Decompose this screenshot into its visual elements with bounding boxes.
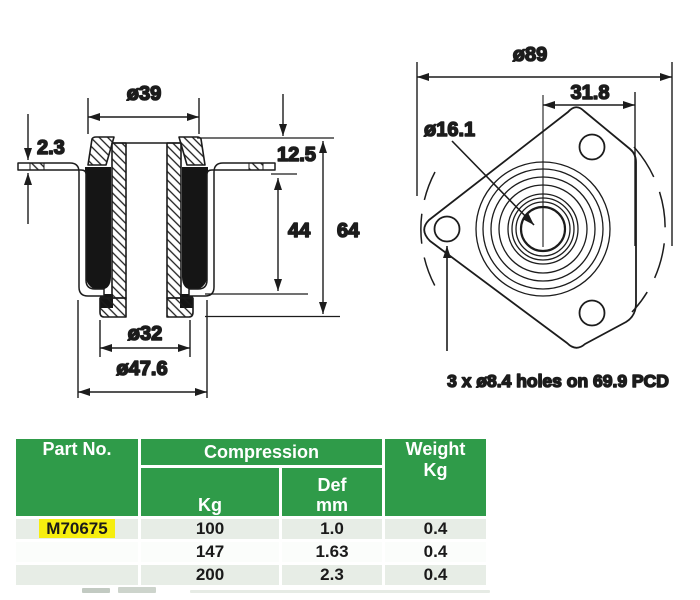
dim-dia32 xyxy=(99,320,191,357)
bolt-holes xyxy=(433,133,606,327)
rubber-od-arc-right xyxy=(631,146,666,313)
dim-label-dia32: ø32 xyxy=(128,323,162,345)
flange-outline xyxy=(423,106,637,349)
cell-part-no xyxy=(16,565,138,585)
sleeve-wall-right xyxy=(166,142,182,299)
cell-weight: 0.4 xyxy=(385,542,486,562)
cell-part-no xyxy=(16,542,138,562)
bracket-left xyxy=(17,162,105,297)
bush-flange-left xyxy=(99,297,127,318)
plan-view: ø89 31.8 ø16.1 3 x ø8.4 holes on 69.9 PC… xyxy=(416,43,673,392)
spec-table: Part No. Compression Weight Kg Kg Def mm… xyxy=(13,436,489,588)
dim-31-8 xyxy=(543,92,636,246)
bracket-weld-tick-right xyxy=(248,162,264,171)
header-def-line1: Def xyxy=(317,474,347,495)
cell-def-mm: 1.63 xyxy=(282,542,382,562)
dim-label-dia39: ø39 xyxy=(127,83,161,105)
header-weight-line1: Weight xyxy=(405,439,466,459)
scan-remnant xyxy=(82,588,110,593)
header-def-line2: mm xyxy=(315,495,348,516)
technical-drawing: ø39 2.3 12.5 44 64 ø32 xyxy=(17,43,673,398)
dim-label-dia47-6: ø47.6 xyxy=(116,358,167,380)
bore-leader-arrow xyxy=(451,140,535,226)
header-def-mm: Def mm xyxy=(282,468,382,516)
dim-dia39 xyxy=(87,98,200,134)
header-weight: Weight Kg xyxy=(385,439,486,516)
cell-def-mm: 2.3 xyxy=(282,565,382,585)
cell-part-no: M70675 xyxy=(16,519,138,539)
header-weight-line2: Kg xyxy=(423,459,448,480)
cell-kg: 147 xyxy=(141,542,279,562)
scan-remnant xyxy=(190,590,490,593)
dim-label-12-5: 12.5 xyxy=(277,144,316,166)
cell-def-mm: 1.0 xyxy=(282,519,382,539)
top-cone-right xyxy=(178,136,206,166)
rubber-od-arc-left xyxy=(420,171,436,287)
part-number-highlight: M70675 xyxy=(39,519,115,538)
header-kg: Kg xyxy=(141,468,279,516)
bracket-right xyxy=(188,162,276,297)
dim-dia47-6 xyxy=(77,300,208,398)
cell-kg: 100 xyxy=(141,519,279,539)
bracket-weld-tick-left xyxy=(29,162,45,171)
top-cone-left xyxy=(87,136,115,166)
table-row: 147 1.63 0.4 xyxy=(16,542,486,562)
table-row: 200 2.3 0.4 xyxy=(16,565,486,585)
sleeve-wall-left xyxy=(111,142,127,299)
cross-section-view: ø39 2.3 12.5 44 64 ø32 xyxy=(17,82,361,398)
bush-flange-right xyxy=(166,297,194,318)
cell-weight: 0.4 xyxy=(385,519,486,539)
dim-label-31-8: 31.8 xyxy=(571,82,610,104)
header-compression: Compression xyxy=(141,439,382,465)
dim-label-dia16-1: ø16.1 xyxy=(424,119,475,141)
table-row: M70675 100 1.0 0.4 xyxy=(16,519,486,539)
dim-dia89 xyxy=(416,62,673,246)
cell-kg: 200 xyxy=(141,565,279,585)
dim-label-dia89: ø89 xyxy=(513,44,547,66)
holes-note: 3 x ø8.4 holes on 69.9 PCD xyxy=(447,371,669,391)
dim-label-44: 44 xyxy=(288,220,311,242)
dim-label-plate-thickness: 2.3 xyxy=(37,137,65,159)
header-part-no: Part No. xyxy=(16,439,138,516)
dim-label-64: 64 xyxy=(337,220,360,242)
cell-weight: 0.4 xyxy=(385,565,486,585)
scan-remnant xyxy=(118,587,156,593)
rubber-section xyxy=(85,167,208,308)
